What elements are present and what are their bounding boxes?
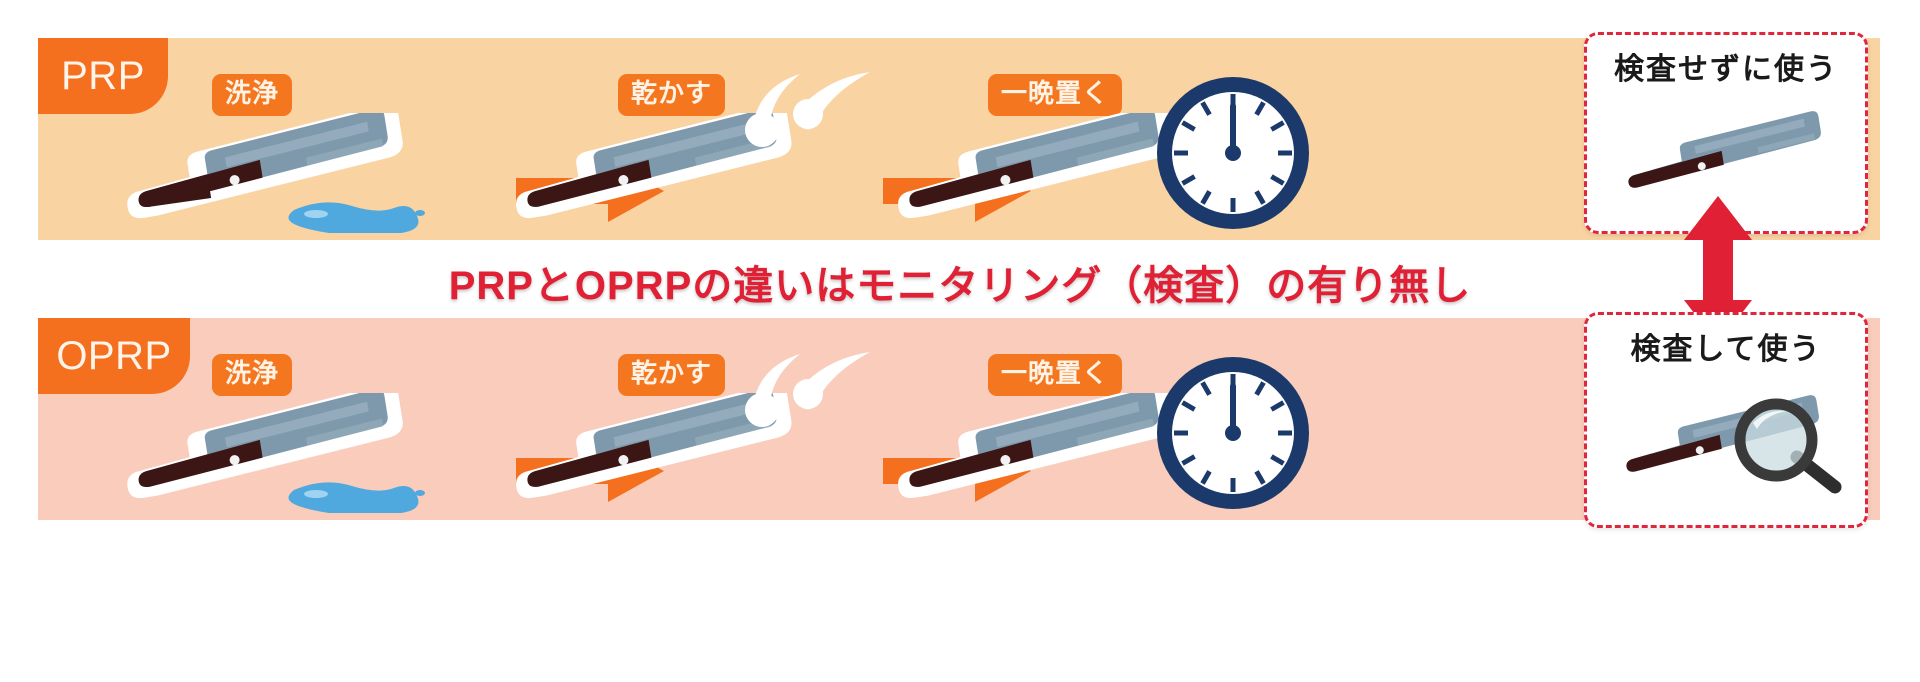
knife-with-water-icon-oprp: [127, 393, 425, 513]
knife-with-water-icon-prp: [127, 113, 425, 233]
row-label-text: PRP: [61, 54, 145, 98]
result-title-prp: 検査せずに使う: [1614, 53, 1838, 86]
step-chip-overnight-prp: 一晩置く: [988, 74, 1123, 116]
water-puddle-icon: [288, 482, 425, 513]
knife-icon-overnight-prp: [898, 113, 1174, 219]
step-chip-wash-prp: 洗浄: [212, 74, 293, 116]
knife-icon-dry-oprp: [516, 393, 792, 499]
clock-icon-prp: [1157, 77, 1309, 229]
water-puddle-icon: [288, 202, 425, 233]
result-box-prp: 検査せずに使う: [1584, 32, 1868, 234]
magnifier-icon: [1734, 398, 1842, 494]
dry-swoosh-icon-prp: [745, 72, 870, 147]
row-oprp: OPRP 洗浄 乾かす: [38, 312, 1880, 528]
double-headed-red-arrow: [1684, 196, 1752, 344]
row-prp: PRP 洗浄 乾かす: [38, 32, 1880, 240]
center-banner-text: PRPとOPRPの違いはモニタリング（検査）の有り無し: [445, 261, 1474, 312]
step-chip-overnight-oprp: 一晩置く: [988, 354, 1123, 396]
dry-swoosh-icon-oprp: [745, 352, 870, 427]
step-chip-dry-prp: 乾かす: [618, 74, 726, 116]
step-chip-wash-oprp: 洗浄: [212, 354, 293, 396]
row-label-tab-oprp: OPRP: [38, 318, 190, 394]
clock-icon-oprp: [1157, 357, 1309, 509]
knife-icon-result-prp: [1619, 111, 1832, 197]
knife-icon-dry-prp: [516, 113, 792, 219]
result-title-oprp: 検査して使う: [1630, 333, 1822, 366]
row-label-tab-prp: PRP: [38, 38, 168, 114]
knife-with-magnifier-icon-oprp: [1617, 391, 1842, 494]
center-banner: PRPとOPRPの違いはモニタリング（検査）の有り無し: [0, 250, 1920, 314]
knife-icon-overnight-oprp: [898, 393, 1174, 499]
result-box-oprp: 検査して使う: [1584, 312, 1868, 528]
row-label-text: OPRP: [56, 334, 172, 378]
step-chip-dry-oprp: 乾かす: [618, 354, 726, 396]
